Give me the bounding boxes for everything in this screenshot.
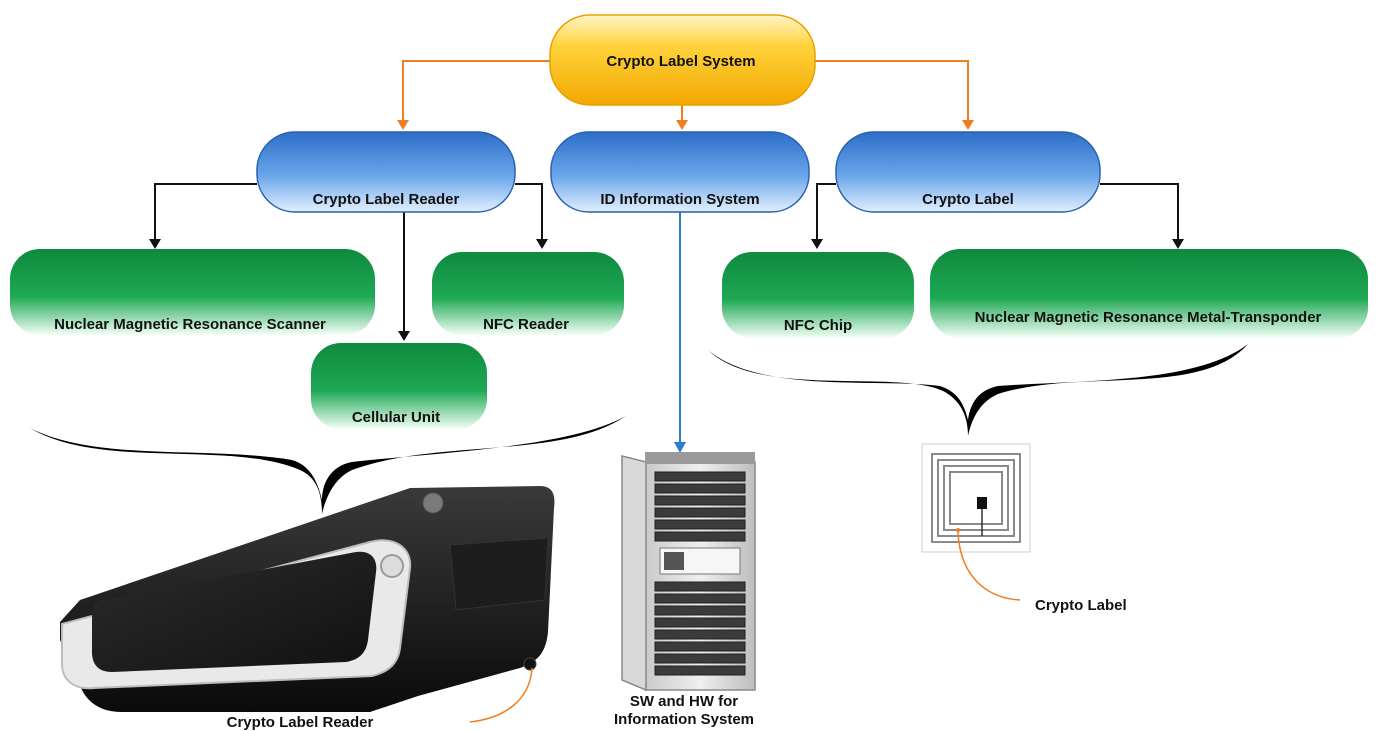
node-nfc-reader-label: NFC Reader bbox=[483, 316, 569, 333]
node-root: Crypto Label System bbox=[549, 14, 816, 106]
node-label-label: Crypto Label bbox=[922, 191, 1014, 208]
arrowhead bbox=[149, 239, 161, 249]
rack-unit bbox=[654, 593, 746, 604]
rack-unit bbox=[654, 471, 746, 482]
edge-root-reader bbox=[402, 60, 552, 128]
caption-crypto-label-reader: Crypto Label Reader bbox=[227, 714, 374, 731]
node-reader-label: Crypto Label Reader bbox=[313, 191, 460, 208]
caption-server-line2: Information System bbox=[614, 711, 754, 728]
server-rack-image bbox=[621, 452, 756, 692]
rack-unit bbox=[654, 665, 746, 676]
rack-units bbox=[654, 471, 746, 676]
arrowhead bbox=[676, 120, 688, 130]
brace-right bbox=[708, 344, 1248, 436]
reader-callout-line bbox=[469, 667, 533, 723]
arrowhead bbox=[811, 239, 823, 249]
label-connectors bbox=[816, 183, 1179, 247]
reader-arrowheads bbox=[149, 239, 548, 341]
caption-server-line1: SW and HW for bbox=[630, 693, 738, 710]
rack-unit bbox=[654, 629, 746, 640]
rack-unit bbox=[654, 653, 746, 664]
arrowhead bbox=[962, 120, 974, 130]
scanner-button-icon bbox=[422, 492, 444, 514]
rack-unit bbox=[654, 495, 746, 506]
edge-reader-nmr-scanner bbox=[154, 183, 257, 247]
rack-unit bbox=[654, 641, 746, 652]
arrowhead bbox=[536, 239, 548, 249]
node-nmr-scanner: Nuclear Magnetic Resonance Scanner bbox=[10, 249, 375, 335]
edge-label-transponder bbox=[1100, 183, 1179, 247]
antenna-coil-icon bbox=[931, 453, 1021, 543]
label-arrowheads bbox=[811, 239, 1184, 249]
node-crypto-label: Crypto Label bbox=[835, 131, 1101, 213]
rack-unit bbox=[654, 483, 746, 494]
idsys-connector bbox=[674, 210, 686, 453]
home-button-icon bbox=[380, 554, 404, 578]
node-nmr-scanner-label: Nuclear Magnetic Resonance Scanner bbox=[54, 316, 326, 333]
arrowhead bbox=[397, 120, 409, 130]
arrowhead bbox=[674, 442, 686, 453]
rack-unit bbox=[654, 605, 746, 616]
caption-crypto-label: Crypto Label bbox=[1035, 597, 1127, 614]
edge-reader-nfc-reader bbox=[515, 183, 543, 247]
node-nfc-reader: NFC Reader bbox=[432, 252, 624, 335]
node-crypto-label-reader: Crypto Label Reader bbox=[256, 131, 516, 213]
crypto-label-tag-image bbox=[921, 443, 1031, 601]
edge-root-label bbox=[812, 60, 969, 128]
reader-connectors bbox=[154, 183, 543, 338]
rack-unit bbox=[654, 507, 746, 518]
rack-unit bbox=[654, 581, 746, 592]
rack-unit bbox=[654, 617, 746, 628]
node-idsys-label: ID Information System bbox=[600, 191, 759, 208]
node-cellular-unit: Cellular Unit bbox=[311, 343, 487, 429]
node-root-label: Crypto Label System bbox=[606, 53, 755, 70]
node-id-information-system: ID Information System bbox=[550, 131, 810, 213]
chip-icon bbox=[977, 497, 987, 509]
node-nmr-transponder: Nuclear Magnetic Resonance Metal-Transpo… bbox=[930, 249, 1368, 338]
node-nfc-chip-label: NFC Chip bbox=[784, 317, 852, 334]
brace-left bbox=[30, 416, 626, 514]
arrowhead bbox=[1172, 239, 1184, 249]
arrowhead bbox=[398, 331, 410, 341]
edge-label-nfc-chip bbox=[816, 183, 836, 247]
tag-callout-line bbox=[957, 531, 1021, 601]
node-nfc-chip: NFC Chip bbox=[722, 252, 914, 338]
rack-unit bbox=[654, 531, 746, 542]
node-nmr-transponder-label: Nuclear Magnetic Resonance Metal-Transpo… bbox=[975, 309, 1322, 326]
rack-unit bbox=[654, 519, 746, 530]
reader-device-image bbox=[60, 486, 555, 723]
node-cellular-unit-label: Cellular Unit bbox=[352, 409, 440, 426]
root-connectors bbox=[397, 60, 974, 130]
